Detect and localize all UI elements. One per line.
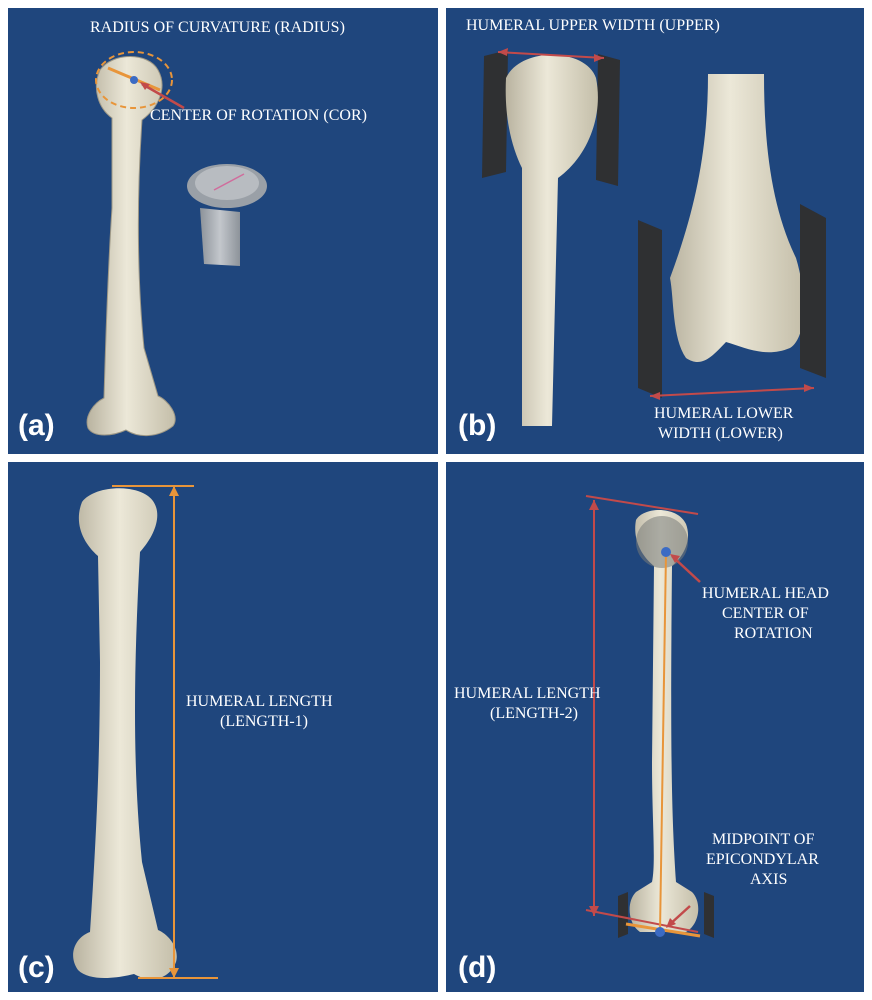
center-of-rotation-label: CENTER OF ROTATION (COR) bbox=[150, 106, 367, 126]
panel-b-graphic bbox=[446, 8, 864, 454]
upper-plane-left bbox=[482, 50, 508, 178]
radius-of-curvature-label: RADIUS OF CURVATURE (RADIUS) bbox=[90, 18, 345, 38]
lower-width-label-line1: HUMERAL LOWER bbox=[654, 404, 793, 424]
head-cor-label-line3: ROTATION bbox=[734, 624, 813, 644]
lower-plane-right bbox=[800, 204, 826, 378]
length1-label-line1: HUMERAL LENGTH bbox=[186, 692, 333, 712]
panel-c: HUMERAL LENGTH (LENGTH-1) (c) bbox=[8, 462, 438, 992]
humeral-head-sphere bbox=[636, 516, 688, 568]
panel-b-tag: (b) bbox=[458, 410, 496, 442]
panel-d: HUMERAL LENGTH (LENGTH-2) HUMERAL HEAD C… bbox=[446, 462, 864, 992]
head-cor-label-line1: HUMERAL HEAD bbox=[702, 584, 829, 604]
humerus-bone-c bbox=[73, 488, 177, 979]
upper-plane-right bbox=[596, 54, 620, 186]
distal-humerus bbox=[670, 74, 804, 362]
epicondylar-midpoint bbox=[655, 927, 665, 937]
panel-a-tag: (a) bbox=[18, 410, 55, 442]
head-center-point bbox=[661, 547, 671, 557]
humeral-head-inset bbox=[200, 208, 240, 266]
midpoint-label-line3: AXIS bbox=[750, 870, 787, 890]
panel-b: HUMERAL UPPER WIDTH (UPPER) HUMERAL LOWE… bbox=[446, 8, 864, 454]
length2-label-line2: (LENGTH-2) bbox=[490, 704, 578, 724]
center-of-rotation-point bbox=[130, 76, 138, 84]
length2-label-line1: HUMERAL LENGTH bbox=[454, 684, 601, 704]
panel-a: RADIUS OF CURVATURE (RADIUS) CENTER OF R… bbox=[8, 8, 438, 454]
midpoint-label-line2: EPICONDYLAR bbox=[706, 850, 819, 870]
length1-label-line2: (LENGTH-1) bbox=[220, 712, 308, 732]
length2-top-line bbox=[586, 496, 698, 514]
panel-d-tag: (d) bbox=[458, 952, 496, 984]
proximal-humerus bbox=[506, 55, 598, 426]
lower-width-label-line2: WIDTH (LOWER) bbox=[658, 424, 783, 444]
panel-c-tag: (c) bbox=[18, 952, 55, 984]
panel-a-graphic bbox=[8, 8, 438, 454]
lower-plane-left bbox=[638, 220, 662, 398]
upper-width-label: HUMERAL UPPER WIDTH (UPPER) bbox=[466, 16, 720, 36]
lower-width-arrow bbox=[650, 388, 814, 396]
panel-d-graphic bbox=[446, 462, 864, 992]
midpoint-label-line1: MIDPOINT OF bbox=[712, 830, 814, 850]
head-cor-label-line2: CENTER OF bbox=[722, 604, 809, 624]
